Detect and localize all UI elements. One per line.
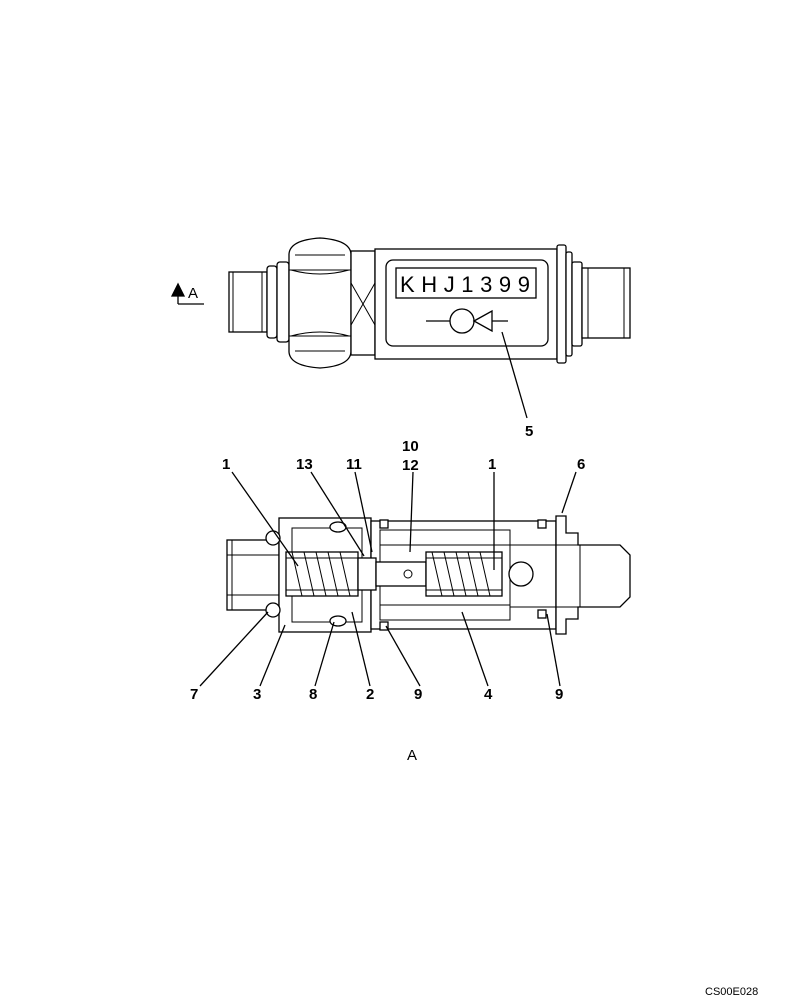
- callout-7: 7: [190, 686, 198, 703]
- drawing-code: CS00E028: [705, 986, 758, 998]
- callout-5: 5: [525, 423, 533, 440]
- callouts: 5 1 13 11 10 12 1 6 7 3 8 2 9 4 9: [190, 423, 585, 703]
- view-marker-label: A: [188, 285, 198, 302]
- callout-2: 2: [366, 686, 374, 703]
- callout-3: 3: [253, 686, 261, 703]
- external-view: KHJ1399: [228, 237, 631, 419]
- callout-11: 11: [346, 456, 362, 473]
- callout-4: 4: [484, 686, 493, 703]
- callout-12: 12: [402, 457, 419, 474]
- section-view-label: A: [407, 747, 417, 764]
- callout-10: 10: [402, 438, 419, 455]
- callout-8: 8: [309, 686, 317, 703]
- callout-6: 6: [577, 456, 585, 473]
- callout-1-left: 1: [222, 456, 230, 473]
- callout-1-right: 1: [488, 456, 496, 473]
- callout-9-left: 9: [414, 686, 422, 703]
- callout-9-right: 9: [555, 686, 563, 703]
- callout-13: 13: [296, 456, 313, 473]
- view-arrow-marker: A: [170, 282, 204, 305]
- section-view: [199, 471, 631, 687]
- nameplate-text: KHJ1399: [400, 272, 530, 297]
